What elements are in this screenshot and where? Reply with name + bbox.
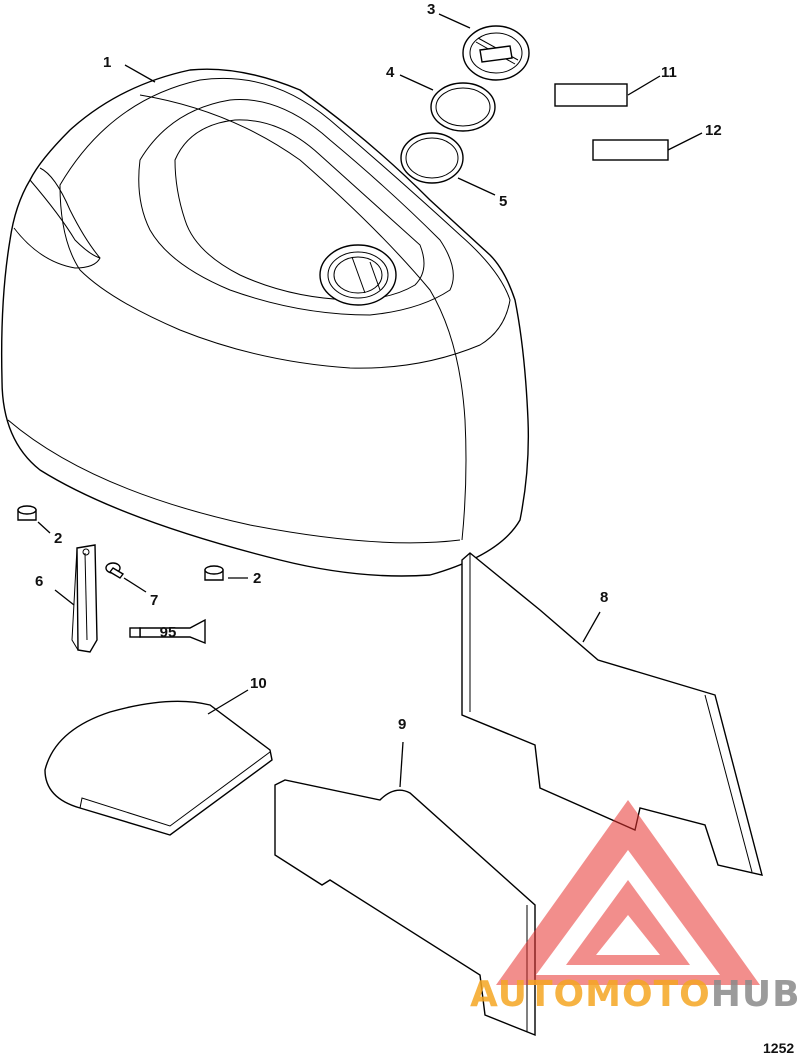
callout-7: 7: [150, 592, 158, 609]
seal-ring-small: [400, 132, 464, 184]
watermark-hub: HUB: [711, 974, 800, 1015]
pad-10: [44, 700, 273, 836]
callout-3: 3: [427, 1, 435, 18]
figure-number: 1252: [763, 1040, 794, 1056]
callout-2-left: 2: [54, 530, 62, 547]
callout-8: 8: [600, 589, 608, 606]
callout-9: 9: [398, 716, 406, 733]
panel-8: [461, 552, 763, 876]
filler-cap: [462, 25, 530, 81]
callout-1: 1: [103, 54, 111, 71]
panel-9: [274, 779, 536, 1037]
watermark-text: AUTOMOTOHUB: [470, 974, 800, 1015]
grommet-left: [17, 505, 37, 521]
watermark-logo: [496, 800, 760, 985]
seal-ring-large: [430, 82, 496, 132]
callout-2-right: 2: [253, 570, 261, 587]
svg-text:AUTOMOTOHUB: AUTOMOTOHUB: [470, 974, 800, 1015]
top-cowl: [0, 68, 530, 577]
decal-12: [592, 139, 669, 161]
watermark-auto: AUTO: [470, 974, 585, 1015]
leader-lines: [37, 13, 703, 788]
screw: [105, 562, 125, 579]
callout-numbers: 1 3 4 5 11 12 2 2 7 6 8 9 10: [35, 1, 722, 733]
callout-5: 5: [499, 193, 507, 210]
callout-10: 10: [250, 675, 267, 692]
latch-bracket: [71, 544, 98, 653]
tube-label: 95: [160, 624, 177, 641]
callout-11: 11: [661, 64, 677, 81]
callout-6: 6: [35, 573, 43, 590]
decal-11: [554, 83, 628, 107]
grommet-right: [204, 565, 224, 581]
callout-4: 4: [386, 64, 395, 81]
watermark-moto: MOTO: [585, 974, 711, 1015]
callout-12: 12: [705, 122, 722, 139]
sealant-tube: 95: [129, 618, 206, 645]
